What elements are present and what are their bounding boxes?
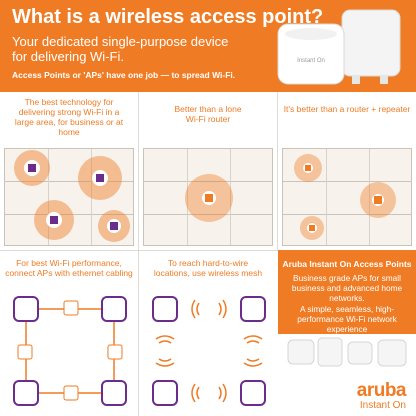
ethernet-port-icon xyxy=(107,344,123,360)
access-point-icon xyxy=(101,296,127,322)
panel-wireless-mesh: To reach hard-to-wire locations, use wir… xyxy=(139,251,277,416)
wired-diagram xyxy=(13,296,127,406)
panel-wired-aps: For best Wi-Fi performance, connect APs … xyxy=(0,251,138,416)
panel-caption-4: For best Wi-Fi performance, connect APs … xyxy=(5,258,133,278)
access-point-icon xyxy=(13,296,39,322)
device-label: Instant On xyxy=(297,58,325,64)
access-point-icon xyxy=(96,174,104,182)
page-subtitle: Your dedicated single-purpose device for… xyxy=(12,34,229,64)
router-icon xyxy=(374,196,382,204)
hero-banner: What is a wireless access point? Your de… xyxy=(0,0,416,92)
aruba-logo: aruba xyxy=(356,380,407,401)
panel-router-repeater: It's better than a router + repeater xyxy=(278,92,416,250)
ethernet-port-icon xyxy=(63,300,79,316)
panel-caption-1: The best technology for delivering stron… xyxy=(14,97,124,137)
access-point-product-image: Instant On xyxy=(277,9,401,85)
router-icon xyxy=(205,194,213,202)
access-point-icon xyxy=(110,222,118,230)
page-title: What is a wireless access point? xyxy=(12,6,324,28)
panel-caption-5: To reach hard-to-wire locations, use wir… xyxy=(153,258,263,278)
promo-text-2: A simple, seamless, high-performance Wi-… xyxy=(297,304,397,334)
wifi-signal-icon xyxy=(155,299,263,403)
promo-title: Aruba Instant On Access Points xyxy=(282,259,412,269)
panel-caption-2: Better than a lone Wi-Fi router xyxy=(174,104,242,124)
ethernet-port-icon xyxy=(63,385,79,401)
instant-on-logo-text: Instant On xyxy=(359,400,406,411)
promo-text-1: Business grade APs for small business an… xyxy=(291,273,403,303)
access-point-icon xyxy=(152,296,178,322)
panel-lone-router: Better than a lone Wi-Fi router xyxy=(139,92,277,250)
repeater-icon xyxy=(305,165,311,171)
access-point-icon xyxy=(101,380,127,406)
panel-caption-3: It's better than a router + repeater xyxy=(283,104,411,114)
access-point-icon xyxy=(240,296,266,322)
page-tagline: Access Points or 'APs' have one job — to… xyxy=(12,70,236,80)
access-point-icon xyxy=(152,380,178,406)
wifi-coverage-3 xyxy=(294,154,396,240)
wifi-coverage-2 xyxy=(185,174,233,222)
ethernet-port-icon xyxy=(17,344,33,360)
repeater-icon xyxy=(309,225,315,231)
access-point-icon xyxy=(240,380,266,406)
mesh-diagram xyxy=(152,296,266,406)
access-point-icon xyxy=(28,164,36,172)
panel-large-area: The best technology for delivering stron… xyxy=(0,92,138,250)
access-point-icon xyxy=(13,380,39,406)
access-point-icon xyxy=(50,216,58,224)
product-lineup-image xyxy=(278,334,416,416)
wifi-coverage-1 xyxy=(14,150,130,242)
building-illustration-3 xyxy=(282,148,412,246)
